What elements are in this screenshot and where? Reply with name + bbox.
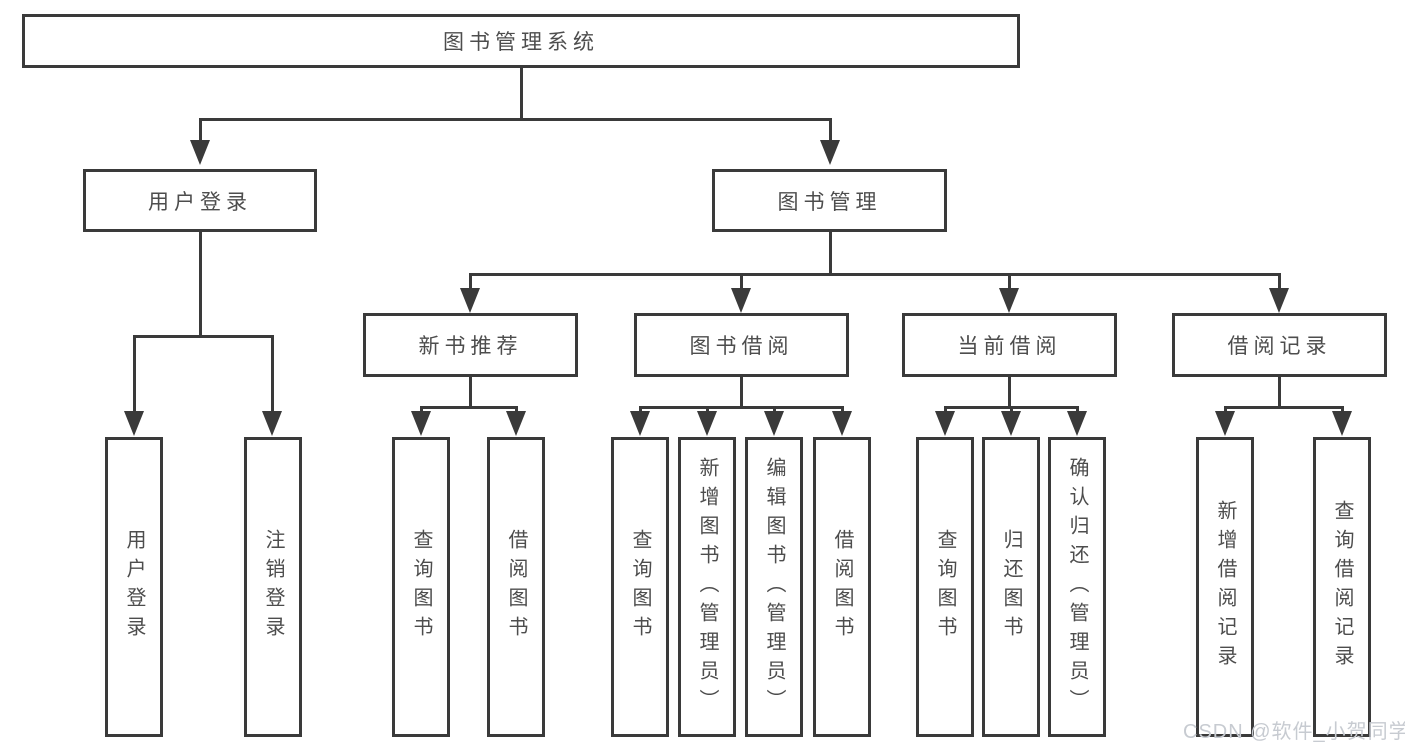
leaf-borrow-query-book: 查询图书 — [611, 437, 669, 737]
node-label: 查询借阅记录 — [1331, 500, 1353, 674]
arrow-down-icon — [1215, 411, 1235, 436]
connector-level2-rail — [469, 273, 1280, 276]
arrow-down-icon — [1269, 288, 1289, 313]
leaf-recommend-borrow-book: 借阅图书 — [487, 437, 545, 737]
arrow-down-icon — [630, 411, 650, 436]
node-label: 图书管理系统 — [443, 31, 599, 54]
node-label: 图书借阅 — [689, 335, 794, 358]
connector-leaf-drop — [420, 406, 423, 412]
connector-level2-drop — [469, 273, 472, 288]
node-label: 用户登录 — [123, 529, 145, 645]
connector-book-management-drop — [829, 118, 832, 140]
arrow-down-icon — [764, 411, 784, 436]
connector-leaf-drop — [639, 406, 642, 412]
arrow-down-icon — [731, 288, 751, 313]
connector-leaf-drop — [773, 406, 776, 412]
node-user-login: 用户登录 — [83, 169, 317, 232]
connector-leaf-drop — [1076, 406, 1079, 412]
connector-book-management-stem — [829, 232, 832, 273]
node-label: 用户登录 — [148, 190, 252, 214]
connector-level1-rail — [199, 118, 832, 121]
node-label: 新书推荐 — [418, 335, 523, 358]
connector-leaf-drop — [271, 335, 274, 411]
node-label: 查询图书 — [410, 529, 432, 645]
connector-book-borrow-rail — [639, 406, 843, 409]
arrow-down-icon — [411, 411, 431, 436]
connector-borrow-record-stem — [1278, 377, 1281, 406]
connector-new-book-recommend-stem — [469, 377, 472, 406]
leaf-borrow-book: 借阅图书 — [813, 437, 871, 737]
arrow-down-icon — [506, 411, 526, 436]
arrow-down-icon — [1332, 411, 1352, 436]
node-label: 新增借阅记录 — [1214, 500, 1236, 674]
connector-new-book-recommend-rail — [420, 406, 518, 409]
connector-book-borrow-stem — [740, 377, 743, 406]
node-borrow-record: 借阅记录 — [1172, 313, 1387, 377]
arrow-down-icon — [832, 411, 852, 436]
arrow-down-icon — [697, 411, 717, 436]
connector-user-login-stem — [199, 232, 202, 335]
arrow-down-icon — [1067, 411, 1087, 436]
arrow-down-icon — [935, 411, 955, 436]
arrow-down-icon — [460, 288, 480, 313]
connector-leaf-drop — [1010, 406, 1013, 412]
node-label: 归还图书 — [1000, 529, 1022, 645]
node-label: 借阅图书 — [831, 529, 853, 645]
node-label: 新增图书（管理员） — [696, 456, 718, 718]
arrow-down-icon — [190, 140, 210, 165]
arrow-down-icon — [1001, 411, 1021, 436]
leaf-query-borrow-record: 查询借阅记录 — [1313, 437, 1371, 737]
arrow-down-icon — [999, 288, 1019, 313]
leaf-confirm-return-admin: 确认归还（管理员） — [1048, 437, 1106, 737]
connector-leaf-drop — [1224, 406, 1227, 412]
node-label: 注销登录 — [262, 529, 284, 645]
connector-borrow-record-rail — [1224, 406, 1344, 409]
leaf-logout: 注销登录 — [244, 437, 302, 737]
node-label: 查询图书 — [934, 529, 956, 645]
node-label: 确认归还（管理员） — [1066, 456, 1088, 718]
leaf-edit-book-admin: 编辑图书（管理员） — [745, 437, 803, 737]
connector-level2-drop — [1278, 273, 1281, 288]
connector-leaf-drop — [841, 406, 844, 412]
node-library-management-system: 图书管理系统 — [22, 14, 1020, 68]
connector-leaf-drop — [1341, 406, 1344, 412]
connector-user-login-rail — [133, 335, 274, 338]
node-new-book-recommend: 新书推荐 — [363, 313, 578, 377]
leaf-return-book: 归还图书 — [982, 437, 1040, 737]
leaf-user-login: 用户登录 — [105, 437, 163, 737]
arrow-down-icon — [124, 411, 144, 436]
connector-leaf-drop — [133, 335, 136, 411]
leaf-current-query-book: 查询图书 — [916, 437, 974, 737]
node-label: 当前借阅 — [957, 335, 1062, 358]
leaf-add-book-admin: 新增图书（管理员） — [678, 437, 736, 737]
node-label: 借阅图书 — [505, 529, 527, 645]
node-book-management: 图书管理 — [712, 169, 947, 232]
arrow-down-icon — [820, 140, 840, 165]
node-label: 图书管理 — [777, 190, 882, 214]
connector-level2-drop — [1008, 273, 1011, 288]
arrow-down-icon — [262, 411, 282, 436]
connector-level2-drop — [740, 273, 743, 288]
connector-current-borrow-stem — [1008, 377, 1011, 406]
node-label: 借阅记录 — [1227, 335, 1332, 358]
node-book-borrow: 图书借阅 — [634, 313, 849, 377]
node-label: 编辑图书（管理员） — [763, 456, 785, 718]
node-current-borrow: 当前借阅 — [902, 313, 1117, 377]
leaf-add-borrow-record: 新增借阅记录 — [1196, 437, 1254, 737]
connector-user-login-drop — [199, 118, 202, 140]
connector-leaf-drop — [706, 406, 709, 412]
leaf-recommend-query-book: 查询图书 — [392, 437, 450, 737]
csdn-watermark: CSDN @软件_小贺同学 — [1183, 721, 1405, 743]
connector-leaf-drop — [944, 406, 947, 412]
connector-leaf-drop — [515, 406, 518, 412]
connector-root-stem — [520, 68, 523, 120]
node-label: 查询图书 — [629, 529, 651, 645]
